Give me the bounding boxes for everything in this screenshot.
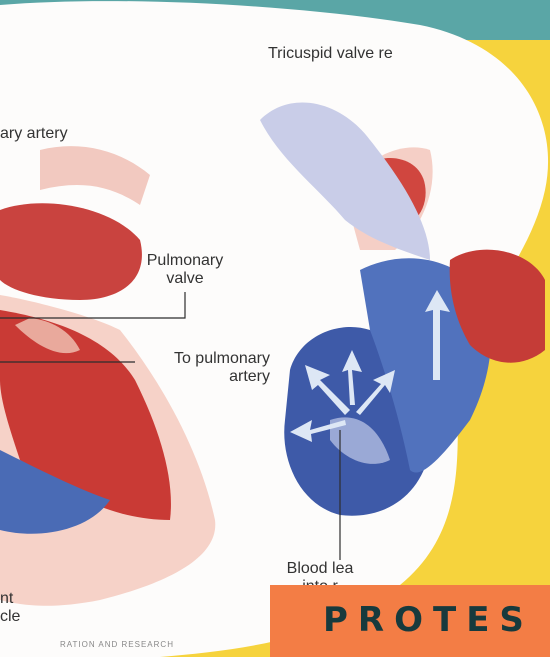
label-ventricle: nt cle bbox=[0, 590, 20, 626]
label-pulmonary-artery: ary artery bbox=[0, 125, 68, 143]
label-tricuspid: Tricuspid valve re bbox=[268, 45, 393, 63]
banner-title: PROTES bbox=[323, 600, 534, 640]
label-pulmonary-valve: Pulmonary valve bbox=[130, 252, 240, 288]
footnote: RATION AND RESEARCH bbox=[60, 640, 174, 649]
label-to-pulmonary-artery: To pulmonary artery bbox=[140, 350, 270, 386]
